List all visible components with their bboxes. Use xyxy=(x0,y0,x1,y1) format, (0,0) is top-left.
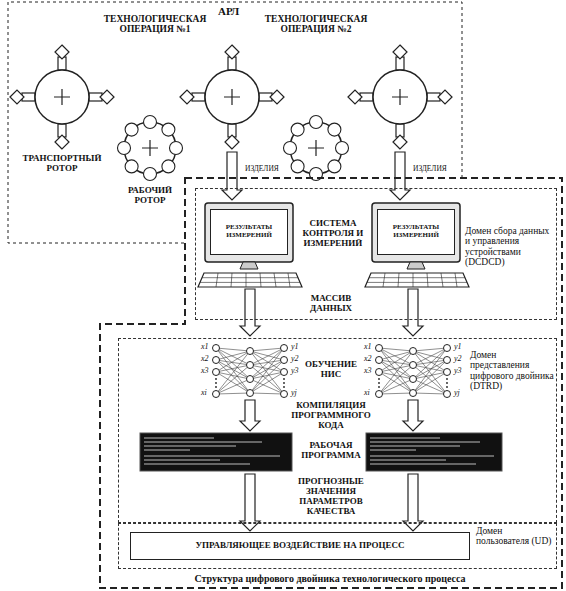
screen-box: РЕЗУЛЬТАТЫ ИЗМЕРЕНИЙ xyxy=(210,209,288,255)
domain-label: Домен сбора данных и управления устройст… xyxy=(465,226,554,268)
region-title: АРЛ xyxy=(218,5,239,17)
input-label: x1 xyxy=(364,343,372,352)
output-label: y2 xyxy=(454,355,462,364)
input-label: x3 xyxy=(201,367,209,376)
flow-label: ИЗДЕЛИЯ xyxy=(245,165,279,173)
region-border xyxy=(100,178,562,588)
neural-network xyxy=(376,345,451,398)
output-label: yj xyxy=(454,389,460,398)
output-label: y2 xyxy=(291,355,299,364)
arl-region: АРЛ xyxy=(8,2,462,243)
rotor-label: ТРАНСПОРТНЫЙ РОТОР xyxy=(12,154,112,174)
working-rotor xyxy=(118,116,183,181)
output-label: y3 xyxy=(454,367,462,376)
screen-text: РЕЗУЛЬТАТЫ ИЗМЕРЕНИЙ xyxy=(381,224,451,239)
input-label: x3 xyxy=(364,367,372,376)
console-lines xyxy=(370,438,494,464)
console-window xyxy=(140,433,292,471)
domain-region: Домен пользователя (UD) УПРАВЛЯЮЩЕЕ ВОЗДЕ… xyxy=(118,523,557,569)
input-label: x1 xyxy=(201,343,209,352)
block-arrow xyxy=(240,400,260,431)
domain-label: Домен пользователя (UD) xyxy=(476,526,555,547)
working-rotor xyxy=(284,116,349,181)
system-label: СИСТЕМА КОНТРОЛЯ И ИЗМЕРЕНИЙ xyxy=(296,219,370,249)
region-border xyxy=(8,2,462,243)
step-label: ПРОГНОЗНЫЕ ЗНАЧЕНИЯ ПАРАМЕТРОВ КАЧЕСТВА xyxy=(289,477,373,517)
input-label: x2 xyxy=(201,355,209,364)
output-label: y1 xyxy=(291,343,299,352)
screen-box: РЕЗУЛЬТАТЫ ИЗМЕРЕНИЙ xyxy=(377,209,455,255)
block-arrow xyxy=(403,289,423,336)
domain-region: Домен сбора данных и управления устройст… xyxy=(195,188,557,320)
rotor-label: РАБОЧИЙ РОТОР xyxy=(118,186,182,206)
operation-label: ТЕХНОЛОГИЧЕСКАЯ ОПЕРАЦИЯ №2 xyxy=(256,14,376,35)
console-window xyxy=(366,433,502,471)
operation-label: ТЕХНОЛОГИЧЕСКАЯ ОПЕРАЦИЯ №1 xyxy=(95,14,215,35)
transport-rotor xyxy=(10,45,114,149)
transport-rotor xyxy=(180,45,284,149)
region-outline xyxy=(8,2,462,243)
input-label: x2 xyxy=(364,355,372,364)
output-label: y1 xyxy=(454,343,462,352)
computer xyxy=(198,203,302,287)
step-label: КОМПИЛЯЦИЯ ПРОГРАММНОГО КОДА xyxy=(289,401,373,431)
output-label: yj xyxy=(291,389,297,398)
step-label: РАБОЧАЯ ПРОГРАММА xyxy=(297,441,365,461)
block-arrow xyxy=(403,400,423,431)
transport-rotor xyxy=(348,45,452,149)
flow-label: ИЗДЕЛИЯ xyxy=(413,165,447,173)
screen-text: РЕЗУЛЬТАТЫ ИЗМЕРЕНИЙ xyxy=(214,224,284,239)
input-label: xi xyxy=(364,389,370,398)
console-lines xyxy=(144,438,280,464)
data-label: МАССИВ ДАННЫХ xyxy=(298,294,364,314)
process-box: УПРАВЛЯЮЩЕЕ ВОЗДЕЙСТВИЕ НА ПРОЦЕСС xyxy=(130,532,470,560)
input-label: xi xyxy=(201,389,207,398)
block-arrow xyxy=(390,152,410,200)
neural-network xyxy=(213,345,288,398)
region-caption: Структура цифрового двойника технологиче… xyxy=(110,573,550,584)
computer xyxy=(365,203,469,287)
output-label: y3 xyxy=(291,367,299,376)
process-text: УПРАВЛЯЮЩЕЕ ВОЗДЕЙСТВИЕ НА ПРОЦЕСС xyxy=(196,541,405,551)
block-arrow xyxy=(222,152,242,200)
step-label: ОБУЧЕНИЕ НИС xyxy=(300,360,362,380)
domain-label: Домен представления цифрового двойника (… xyxy=(470,350,554,392)
block-arrow xyxy=(240,289,260,336)
